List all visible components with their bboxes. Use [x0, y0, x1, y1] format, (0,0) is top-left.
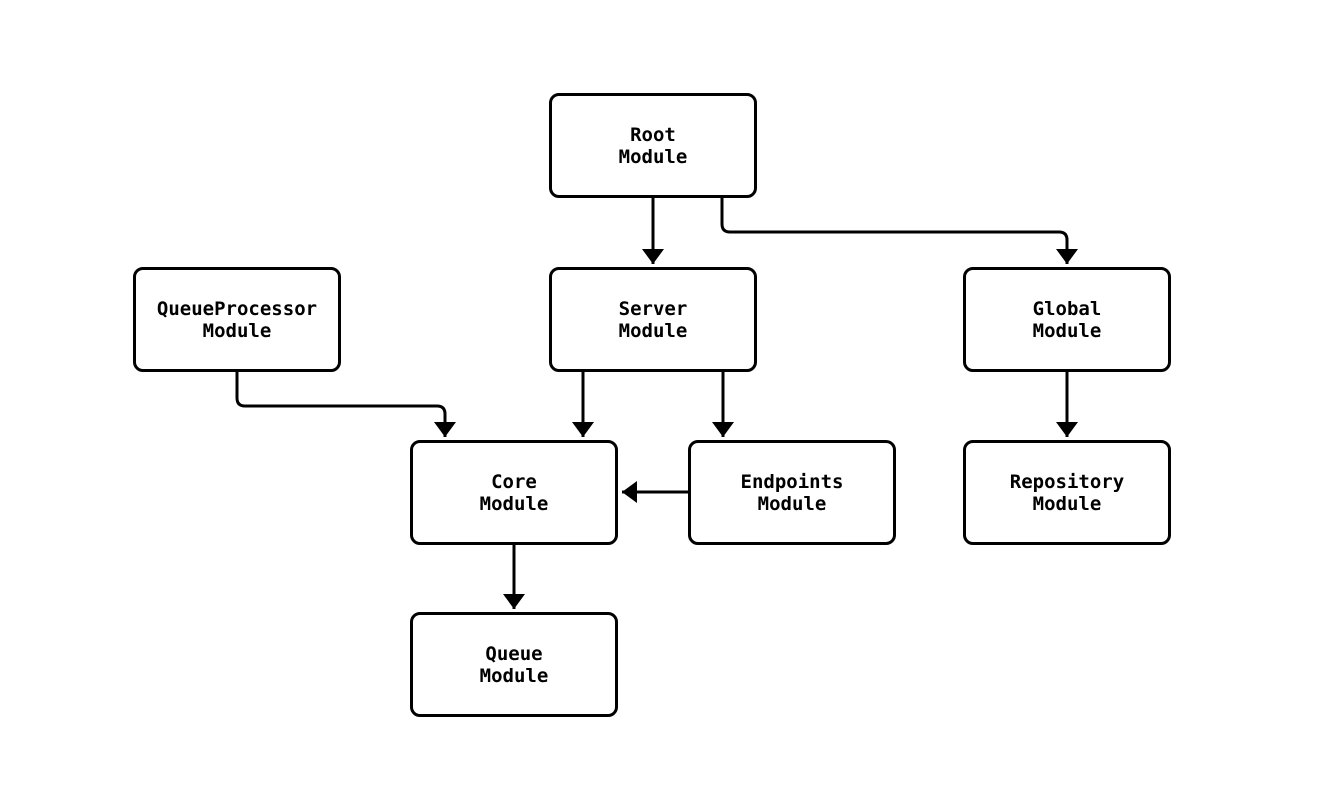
node-server-module: Server Module: [549, 267, 757, 372]
node-label-line: Module: [618, 319, 688, 342]
node-queue-module: Queue Module: [410, 612, 618, 717]
node-root-module: Root Module: [549, 93, 757, 198]
node-queueprocessor-module: QueueProcessor Module: [133, 267, 341, 372]
node-label-line: Module: [757, 492, 827, 515]
node-label-line: Queue: [485, 642, 543, 665]
node-label-line: Module: [1032, 319, 1102, 342]
node-label-line: QueueProcessor: [156, 297, 318, 320]
node-core-module: Core Module: [410, 440, 618, 545]
node-label-line: Module: [1032, 492, 1102, 515]
node-label-line: Module: [479, 664, 549, 687]
edge-queueprocessor-to-core: [235, 372, 456, 437]
edge-root-to-global: [720, 198, 1078, 264]
node-label-line: Endpoints: [740, 470, 844, 493]
node-label-line: Server: [618, 297, 688, 320]
node-label-line: Repository: [1009, 470, 1125, 493]
node-label-line: Module: [202, 319, 272, 342]
node-label-line: Root: [630, 123, 676, 146]
node-label-line: Module: [479, 492, 549, 515]
node-label-line: Module: [618, 145, 688, 168]
node-label-line: Global: [1032, 297, 1102, 320]
node-label-line: Core: [491, 470, 537, 493]
node-repository-module: Repository Module: [963, 440, 1171, 545]
node-endpoints-module: Endpoints Module: [688, 440, 896, 545]
node-global-module: Global Module: [963, 267, 1171, 372]
